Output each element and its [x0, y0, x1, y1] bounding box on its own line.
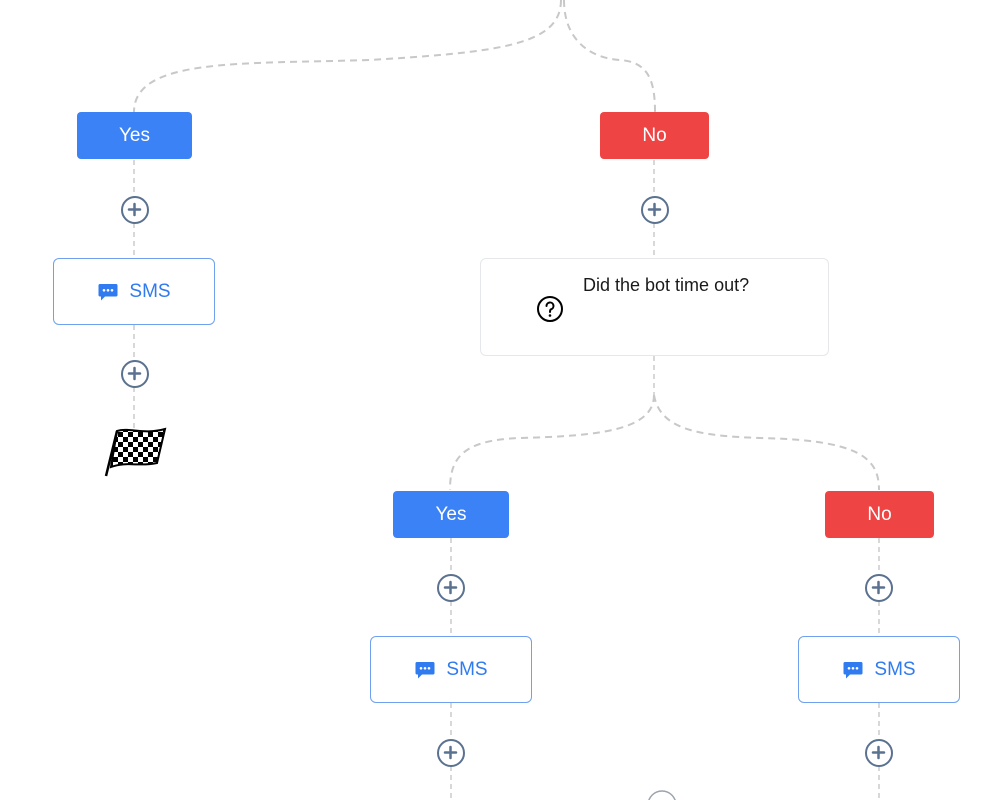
add-step-button[interactable]	[641, 196, 669, 224]
add-step-button[interactable]	[437, 574, 465, 602]
plus-icon	[443, 745, 458, 760]
connector-root-yes	[133, 0, 562, 113]
condition-text: Did the bot time out?	[583, 275, 750, 295]
condition-node[interactable]: Did the bot time out?	[480, 258, 829, 356]
plus-icon	[127, 366, 142, 381]
add-step-button[interactable]	[865, 574, 893, 602]
branch-no-button[interactable]: No	[600, 112, 709, 159]
plus-icon	[647, 202, 662, 217]
branch-yes-label: Yes	[119, 124, 150, 146]
add-step-button[interactable]	[121, 360, 149, 388]
plus-icon	[127, 202, 142, 217]
sms-action-node[interactable]: SMS	[53, 258, 215, 325]
connector-root-no	[563, 0, 656, 113]
plus-icon	[871, 580, 886, 595]
sms-action-label: SMS	[446, 658, 488, 680]
plus-icon	[871, 745, 886, 760]
sms-action-label: SMS	[129, 280, 171, 302]
sms-action-node[interactable]: SMS	[798, 636, 960, 703]
partial-node-circle	[648, 790, 676, 800]
sms-action-label: SMS	[874, 658, 916, 680]
chat-bubble-icon	[843, 661, 863, 678]
branch-no-label: No	[642, 124, 667, 146]
branch-no-button[interactable]: No	[825, 491, 934, 538]
branch-no-label: No	[867, 503, 892, 525]
branch-yes-label: Yes	[435, 503, 467, 525]
branch-yes-button[interactable]: Yes	[77, 112, 192, 159]
chat-bubble-icon	[98, 283, 118, 300]
connector-cond-no	[653, 394, 880, 491]
sms-action-node[interactable]: SMS	[370, 636, 532, 703]
question-circle-icon	[537, 296, 563, 322]
connector-cond-yes	[449, 394, 655, 491]
add-step-button[interactable]	[437, 739, 465, 767]
branch-yes-button[interactable]: Yes	[393, 491, 509, 538]
plus-icon	[443, 580, 458, 595]
checkered-flag-icon	[104, 427, 167, 477]
chat-bubble-icon	[415, 661, 435, 678]
add-step-button[interactable]	[121, 196, 149, 224]
add-step-button[interactable]	[865, 739, 893, 767]
